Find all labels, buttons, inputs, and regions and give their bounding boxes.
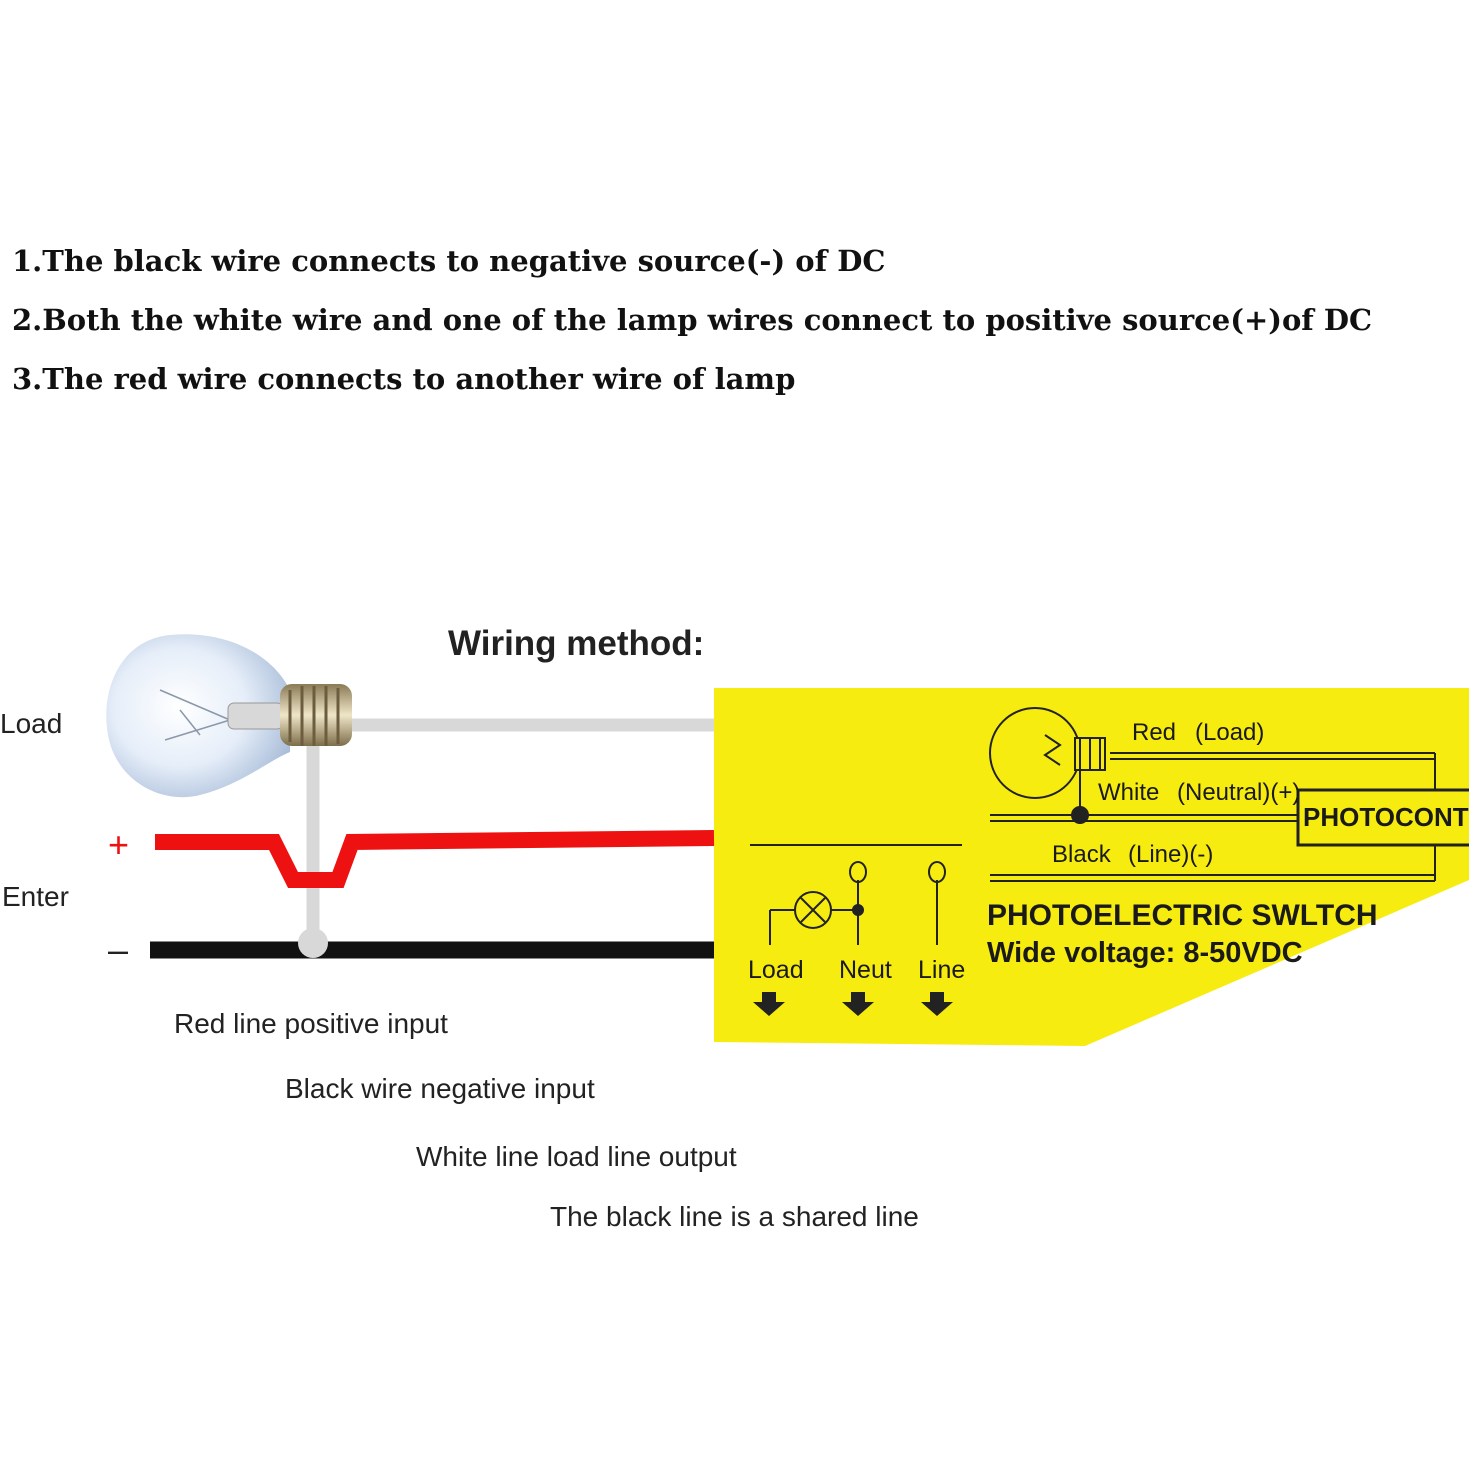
arrow-down-icon bbox=[753, 992, 785, 1016]
photocontrol-label: PHOTOCONTROL bbox=[1303, 802, 1469, 832]
minus-sign: – bbox=[108, 929, 128, 970]
caption-shared-line: The black line is a shared line bbox=[550, 1201, 919, 1232]
terminal-load: Load bbox=[748, 956, 804, 984]
label-panel bbox=[714, 688, 1469, 1046]
label-white-role: (Neutral)(+) bbox=[1177, 779, 1300, 806]
label-black: Black bbox=[1052, 841, 1112, 868]
label-white: White bbox=[1098, 779, 1159, 806]
voltage-spec: Wide voltage: 8-50VDC bbox=[987, 937, 1303, 969]
arrow-down-icon bbox=[921, 992, 953, 1016]
load-label: Load bbox=[0, 708, 63, 739]
arrow-down-icon bbox=[842, 992, 874, 1016]
terminal-arrows bbox=[753, 992, 953, 1016]
caption-black-wire: Black wire negative input bbox=[285, 1073, 595, 1104]
label-schematic bbox=[750, 707, 1469, 945]
instruction-line-1: 1.The black wire connects to negative so… bbox=[12, 244, 886, 278]
terminal-line: Line bbox=[918, 956, 965, 984]
instructions: 1.The black wire connects to negative so… bbox=[12, 232, 1372, 409]
caption-red-line: Red line positive input bbox=[174, 1008, 448, 1039]
product-name: PHOTOELECTRIC SWLTCH bbox=[987, 899, 1378, 932]
instruction-line-2: 2.Both the white wire and one of the lam… bbox=[12, 303, 1373, 337]
label-red-role: (Load) bbox=[1195, 719, 1264, 746]
label-red: Red bbox=[1132, 719, 1176, 746]
lamp-icon bbox=[106, 634, 352, 798]
label-black-role: (Line)(-) bbox=[1128, 841, 1213, 868]
plus-sign: + bbox=[108, 824, 129, 865]
caption-white-line: White line load line output bbox=[416, 1141, 737, 1172]
red-wire bbox=[155, 830, 715, 888]
shared-junction-dot bbox=[298, 928, 328, 958]
terminal-neut: Neut bbox=[839, 956, 892, 984]
diagram-title: Wiring method: bbox=[448, 624, 705, 663]
instruction-line-3: 3.The red wire connects to another wire … bbox=[12, 362, 796, 396]
enter-label: Enter bbox=[2, 881, 69, 912]
